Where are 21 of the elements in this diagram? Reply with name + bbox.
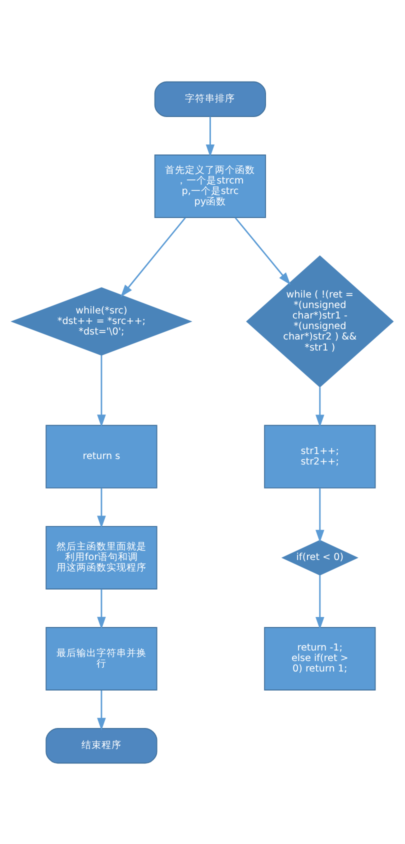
node-box: 字符串排序 — [154, 80, 266, 116]
arrow — [97, 488, 106, 528]
arrow — [97, 588, 106, 629]
node-box: 最后输出字符串并换行 — [46, 626, 158, 690]
node-box: 然后主函数里面就是利用for语句和调用这两函数实现程序 — [46, 525, 158, 589]
arrow — [234, 216, 291, 284]
node-box: return s — [46, 424, 158, 488]
arrow — [316, 574, 324, 630]
node-box: 结束程序 — [46, 728, 158, 764]
arrow — [316, 386, 324, 427]
arrow — [97, 354, 106, 427]
arrow — [120, 216, 186, 297]
node-diamond: while ( !(ret = *(unsigned char*)str1 - *(unsigned char*)str2 ) && *str1 ) — [246, 254, 394, 388]
node-box: return -1; else if(ret > 0) return 1; — [264, 626, 376, 690]
arrow — [97, 690, 106, 730]
node-diamond: while(*src) *dst++ = *src++; *dst='\0'; — [10, 286, 192, 356]
node-box: str1++; str2++; — [264, 424, 376, 488]
node-box: 首先定义了两个函数，一个是strcmp,一个是strcpy函数 — [154, 154, 266, 218]
arrow — [206, 116, 215, 156]
node-diamond: if(ret < 0) — [281, 539, 358, 576]
arrow — [316, 488, 324, 542]
